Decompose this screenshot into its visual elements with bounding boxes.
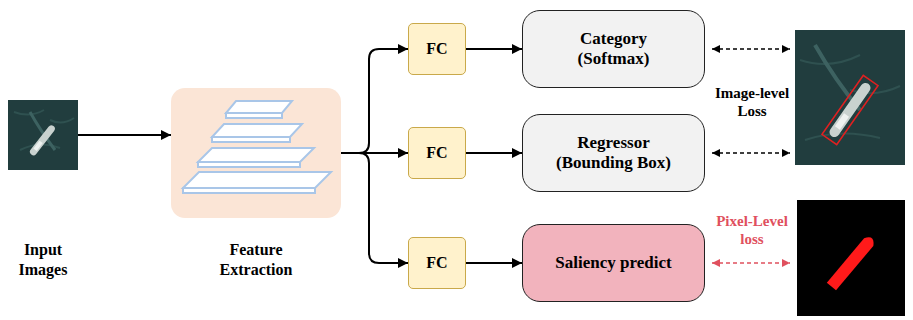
box-label: FC (426, 254, 447, 272)
box-label: FC (426, 40, 447, 58)
box-label: Category (Softmax) (551, 29, 677, 70)
feature-extraction-box: Feature Extraction (171, 88, 341, 218)
ship (29, 124, 57, 157)
fc-box: FC (408, 127, 466, 179)
flow-arrow (466, 262, 522, 264)
bounding-box (822, 75, 878, 144)
saliency-box: Saliency predict (522, 224, 705, 302)
image-loss-arrow (712, 152, 790, 154)
node-label: Input Images (10, 240, 76, 280)
category-box: Category (Softmax) (522, 10, 705, 88)
saliency-mask (797, 200, 905, 316)
sea (8, 100, 78, 170)
input-image (8, 100, 78, 170)
input-image-node: Input Images (8, 100, 78, 170)
output-image (795, 30, 905, 165)
flow-arrow (341, 153, 408, 263)
mask-ship (827, 234, 877, 290)
pixel-loss-arrow (712, 262, 790, 264)
image-loss-arrow (712, 48, 790, 50)
layer-stack (183, 101, 331, 193)
fc-box: FC (408, 237, 466, 289)
flow-arrow (466, 152, 522, 154)
flow-arrow (341, 49, 408, 153)
box-label: Regressor (Bounding Box) (551, 133, 677, 174)
loss-label: Pixel-Level loss (707, 212, 797, 248)
flow-arrow (78, 134, 171, 136)
mask-ground (797, 200, 905, 316)
ship (822, 75, 878, 144)
waves (14, 110, 74, 150)
sea (795, 30, 905, 165)
fc-box: FC (408, 23, 466, 75)
loss-label: Image-level Loss (709, 84, 795, 120)
box-label: Saliency predict (555, 253, 671, 273)
box-label: FC (426, 144, 447, 162)
flow-arrow (466, 48, 522, 50)
regressor-box: Regressor (Bounding Box) (522, 114, 705, 192)
node-label: Feature Extraction (208, 240, 304, 280)
